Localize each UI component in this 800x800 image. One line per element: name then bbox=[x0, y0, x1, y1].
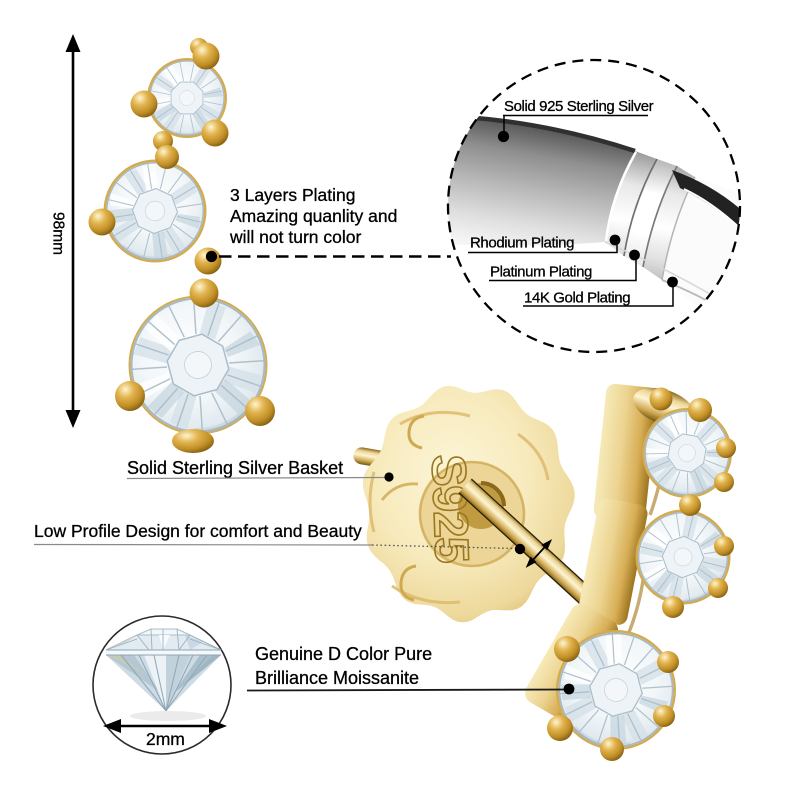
svg-text:Rhodium Plating: Rhodium Plating bbox=[470, 235, 574, 252]
svg-text:98mm: 98mm bbox=[50, 212, 67, 255]
svg-text:will not turn color: will not turn color bbox=[229, 227, 361, 247]
svg-text:14K Gold Plating: 14K Gold Plating bbox=[524, 290, 630, 307]
svg-text:Amazing quanlity and: Amazing quanlity and bbox=[230, 206, 397, 226]
svg-text:3 Layers Plating: 3 Layers Plating bbox=[230, 185, 356, 205]
svg-text:Low Profile Design for comfort: Low Profile Design for comfort and Beaut… bbox=[34, 521, 362, 541]
svg-text:Solid Sterling Silver Basket: Solid Sterling Silver Basket bbox=[127, 458, 343, 478]
svg-text:Brilliance Moissanite: Brilliance Moissanite bbox=[255, 668, 419, 688]
svg-text:2mm: 2mm bbox=[146, 729, 185, 749]
svg-text:S925: S925 bbox=[421, 454, 478, 564]
svg-text:Solid 925 Sterling Silver: Solid 925 Sterling Silver bbox=[504, 98, 654, 115]
svg-text:Genuine D Color Pure: Genuine D Color Pure bbox=[255, 644, 432, 664]
svg-text:Platinum Plating: Platinum Plating bbox=[490, 264, 592, 281]
